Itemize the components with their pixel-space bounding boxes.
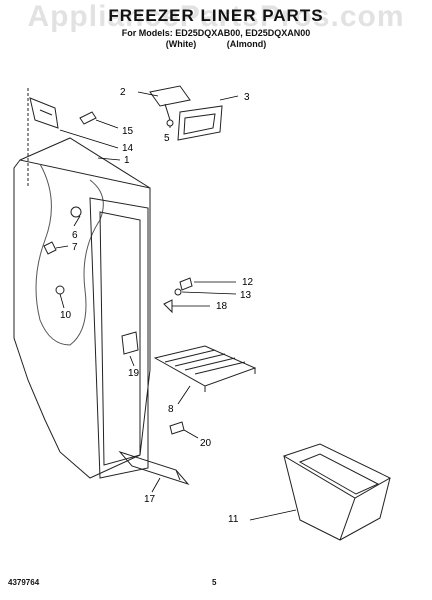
variant-row: (White) (Almond) (0, 39, 432, 49)
freezer-liner (13, 137, 151, 479)
callout-12: 12 (242, 277, 254, 288)
clip-7 (43, 241, 57, 255)
screw-15 (79, 111, 97, 125)
clip-6 (70, 206, 82, 218)
page-title: FREEZER LINER PARTS (108, 6, 324, 25)
variant-white: (White) (165, 39, 197, 49)
callout-6: 6 (72, 230, 78, 241)
callout-8: 8 (168, 404, 174, 415)
callout-3: 3 (244, 92, 250, 103)
footer-part-number: 4379764 (8, 578, 40, 587)
storage-bin (282, 443, 392, 541)
callout-18: 18 (216, 301, 228, 312)
bottom-rail (118, 450, 190, 486)
model-subtitle: For Models: ED25DQXAB00, ED25DQXAN00 (121, 28, 311, 38)
part-13 (174, 288, 182, 296)
part-19 (121, 331, 139, 355)
callout-1: 1 (124, 155, 130, 166)
callout-15: 15 (122, 126, 134, 137)
hinge-assembly (149, 85, 191, 127)
liner-flange (89, 197, 149, 479)
wire-shelf (153, 345, 257, 392)
callout-13: 13 (240, 290, 252, 301)
footer-page-number: 5 (212, 578, 217, 587)
callout-11: 11 (228, 514, 239, 525)
callout-5: 5 (164, 133, 170, 144)
cover-plate (177, 105, 223, 141)
callout-17: 17 (144, 494, 156, 505)
part-18 (163, 299, 173, 314)
clip-10 (55, 285, 65, 295)
part-12 (179, 277, 193, 291)
callout-10: 10 (60, 310, 72, 321)
callout-7: 7 (72, 242, 78, 253)
top-bracket (27, 88, 59, 188)
callout-20: 20 (200, 438, 212, 449)
part-20 (169, 421, 185, 435)
variant-almond: (Almond) (226, 39, 267, 49)
callout-2: 2 (120, 87, 126, 98)
callout-19: 19 (128, 368, 140, 379)
callout-14: 14 (122, 143, 134, 154)
